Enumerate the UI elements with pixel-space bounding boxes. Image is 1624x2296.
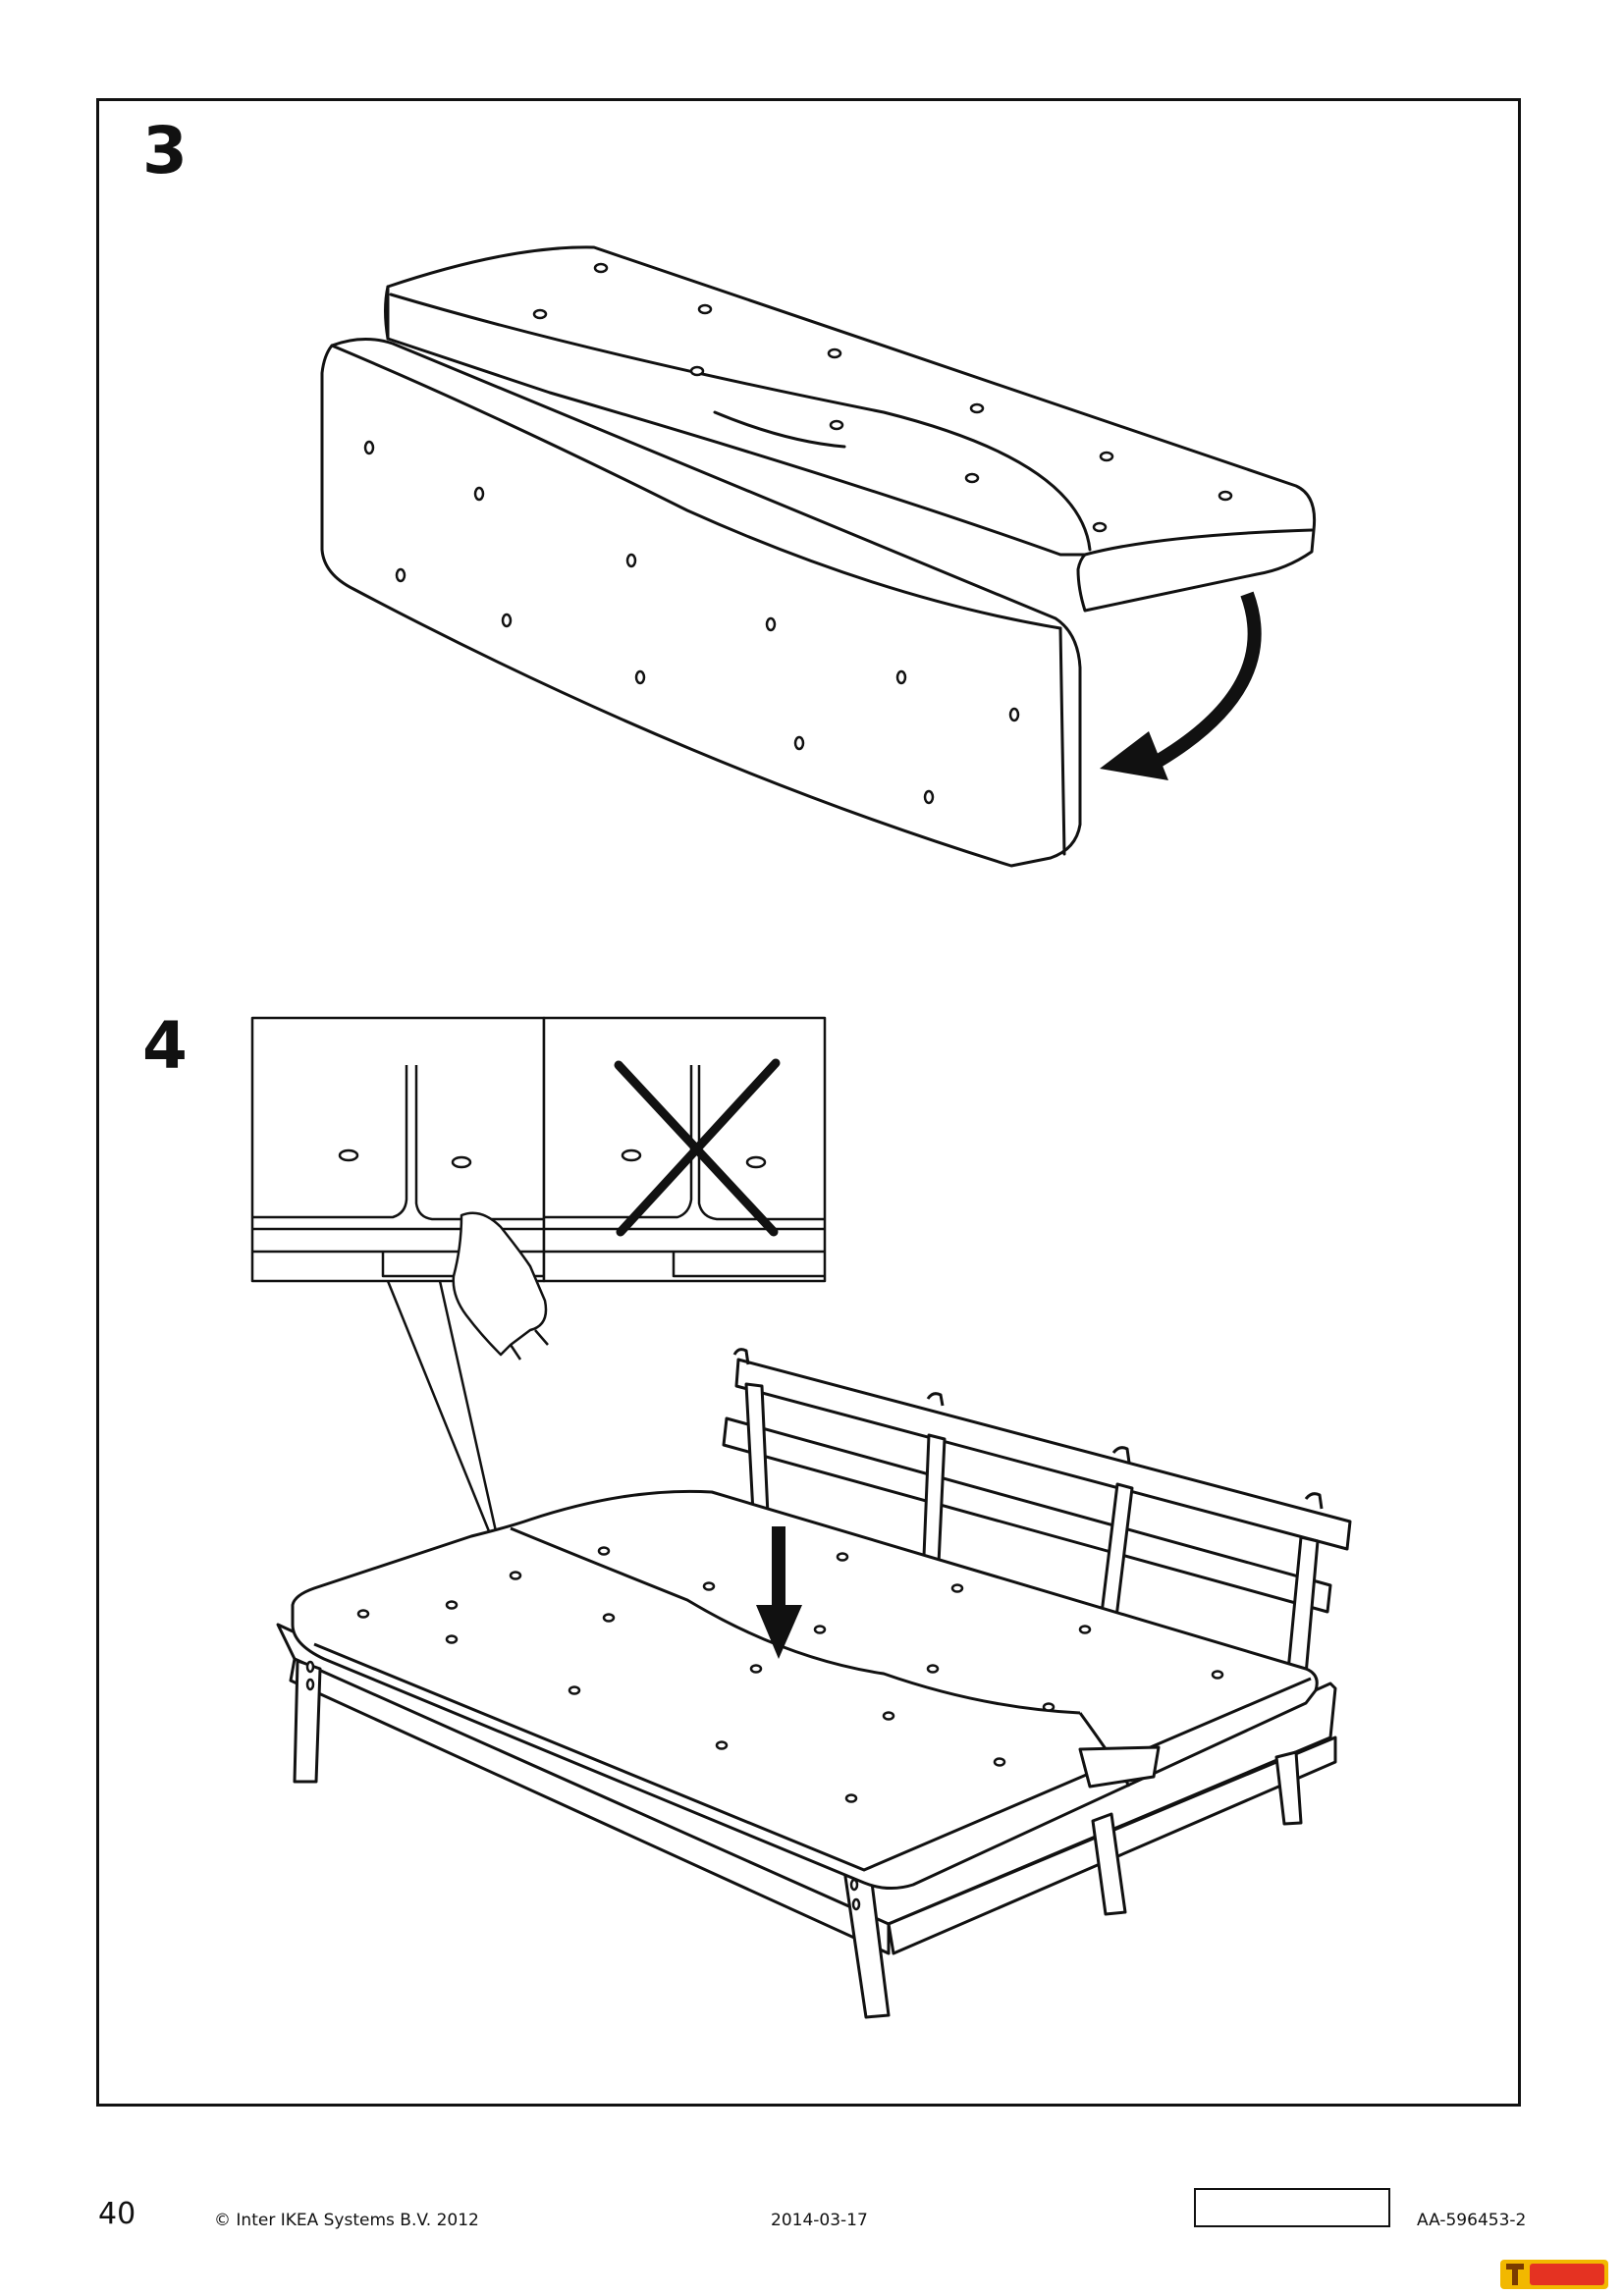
detail-panel-incorrect	[542, 1016, 827, 1283]
document-date: 2014-03-17	[771, 2211, 868, 2230]
step-number-4: 4	[142, 1008, 188, 1084]
instruction-frame: 3 4	[96, 98, 1521, 2107]
document-code: AA-596453-2	[1417, 2211, 1527, 2230]
watermark-logo-icon	[1500, 2260, 1608, 2289]
blank-label-box	[1194, 2188, 1390, 2227]
step-number-3: 3	[142, 113, 188, 188]
copyright-text: © Inter IKEA Systems B.V. 2012	[214, 2211, 479, 2230]
page-number: 40	[98, 2197, 136, 2231]
